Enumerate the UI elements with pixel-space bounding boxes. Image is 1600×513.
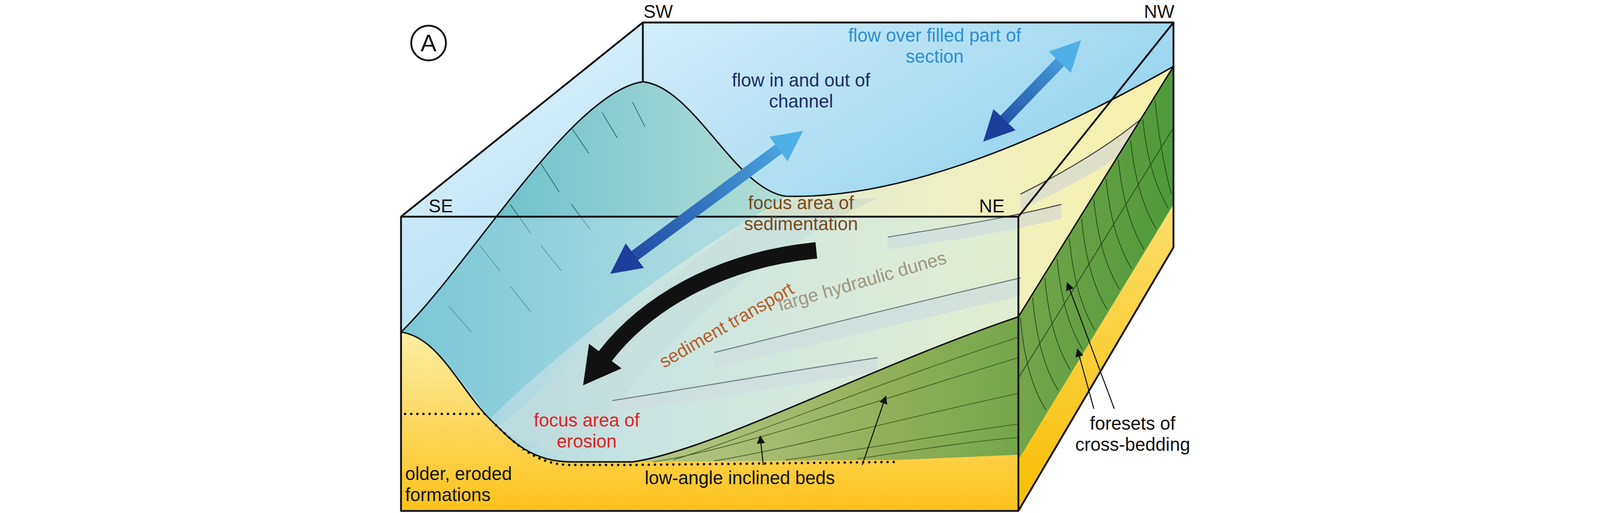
- compass-direction: NW: [1143, 0, 1175, 22]
- tidal-flow-arrow: [1003, 60, 1062, 122]
- leader-lines: [760, 283, 1115, 465]
- erosion-surface-dots: [405, 413, 899, 465]
- foreset-lines: [1018, 100, 1174, 410]
- cross-bedded-unit: [1018, 66, 1174, 460]
- front-water-face: [401, 216, 1019, 462]
- block-frame: [401, 22, 1174, 511]
- compass-direction: SE: [428, 195, 453, 217]
- water-body: [401, 22, 1174, 511]
- formation-label: older, eroded formations: [405, 462, 580, 505]
- flow-label: flow in and out of channel: [725, 69, 877, 112]
- terrain-outlines: [401, 66, 1174, 462]
- flow-label: flow over filled part of section: [831, 24, 1038, 67]
- process-label: focus area of erosion: [520, 409, 654, 452]
- panel-letter-circle: A: [410, 24, 447, 62]
- panel-letter: A: [420, 31, 437, 55]
- process-label: focus area of sedimentation: [727, 192, 875, 235]
- bedding-label: low-angle inclined beds: [644, 467, 835, 489]
- compass-direction: NE: [979, 195, 1005, 217]
- bedding-label: foresets of cross-bedding: [1066, 412, 1199, 455]
- compass-direction: SW: [643, 0, 673, 22]
